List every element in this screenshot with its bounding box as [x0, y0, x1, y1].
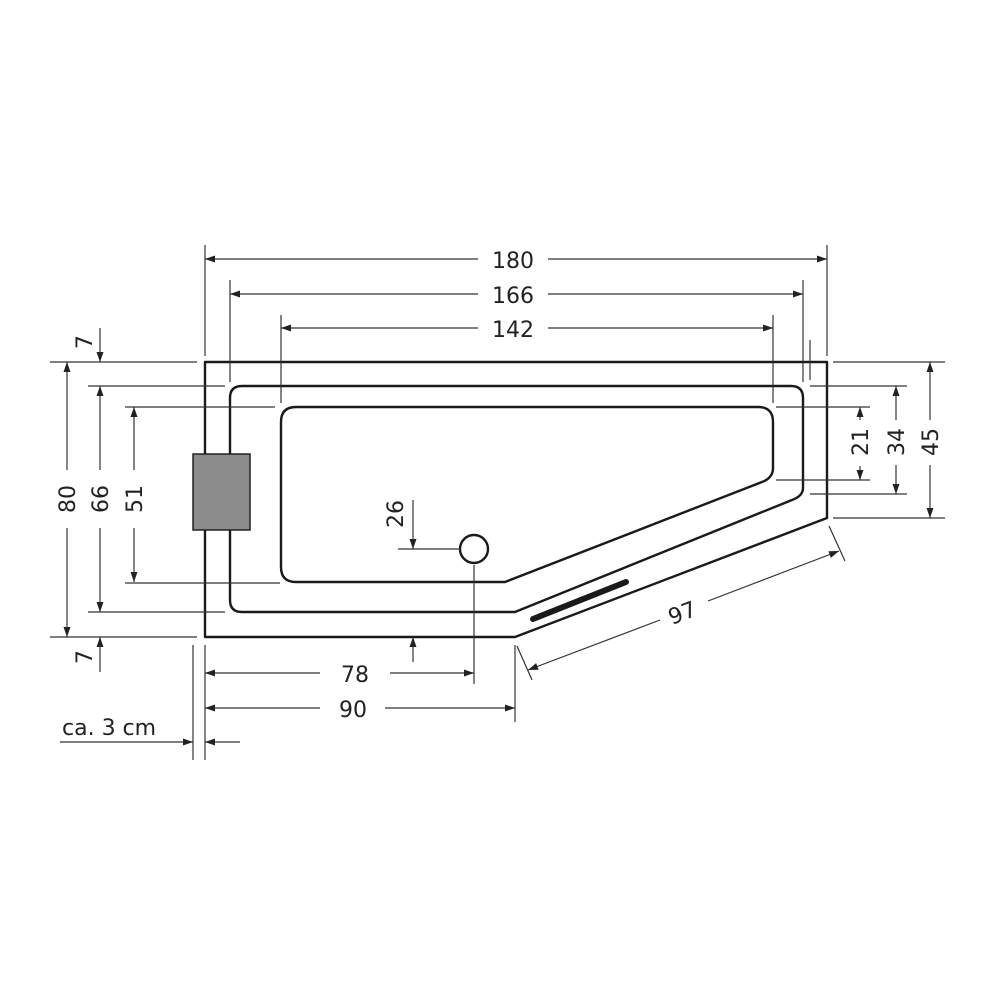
dim-166: 166 — [229, 280, 804, 382]
dim-label: 180 — [492, 249, 534, 274]
dim-7-top: 7 — [73, 328, 104, 362]
dim-label: 51 — [123, 485, 148, 513]
dim-7-bottom: 7 — [73, 637, 104, 672]
dim-34: 34 — [885, 386, 910, 494]
dim-label: 7 — [73, 650, 98, 664]
outer-shell — [203, 360, 829, 639]
dim-180: 180 — [204, 245, 828, 356]
dim-label: 166 — [492, 284, 534, 309]
overflow-slot — [530, 579, 629, 622]
dim-label: 80 — [56, 485, 81, 513]
dim-142: 142 — [280, 315, 774, 403]
dim-78: 78 — [205, 663, 474, 688]
dim-45: 45 — [919, 362, 944, 518]
dim-label: 21 — [849, 428, 874, 456]
dim-label: 90 — [339, 698, 367, 723]
dim-26: 26 — [384, 500, 460, 662]
dim-label: 78 — [341, 663, 369, 688]
dim-label: ca. 3 cm — [62, 716, 156, 741]
rim-outline — [228, 384, 805, 614]
side-panel — [192, 453, 251, 531]
dim-label: 66 — [89, 485, 114, 513]
basin-outline — [279, 405, 775, 584]
dim-panel-depth: ca. 3 cm — [60, 716, 240, 746]
dim-21: 21 — [849, 407, 874, 480]
dim-80: 80 — [56, 362, 81, 637]
drain-icon — [458, 533, 490, 565]
dim-label: 26 — [384, 500, 409, 528]
dim-label: 34 — [885, 428, 910, 456]
dim-label: 7 — [73, 335, 98, 349]
dim-66: 66 — [89, 386, 114, 612]
dim-90: 90 — [205, 698, 515, 723]
dim-label: 97 — [665, 597, 700, 630]
dim-label: 45 — [919, 428, 944, 456]
dim-51: 51 — [123, 407, 148, 582]
dim-label: 142 — [492, 318, 534, 343]
